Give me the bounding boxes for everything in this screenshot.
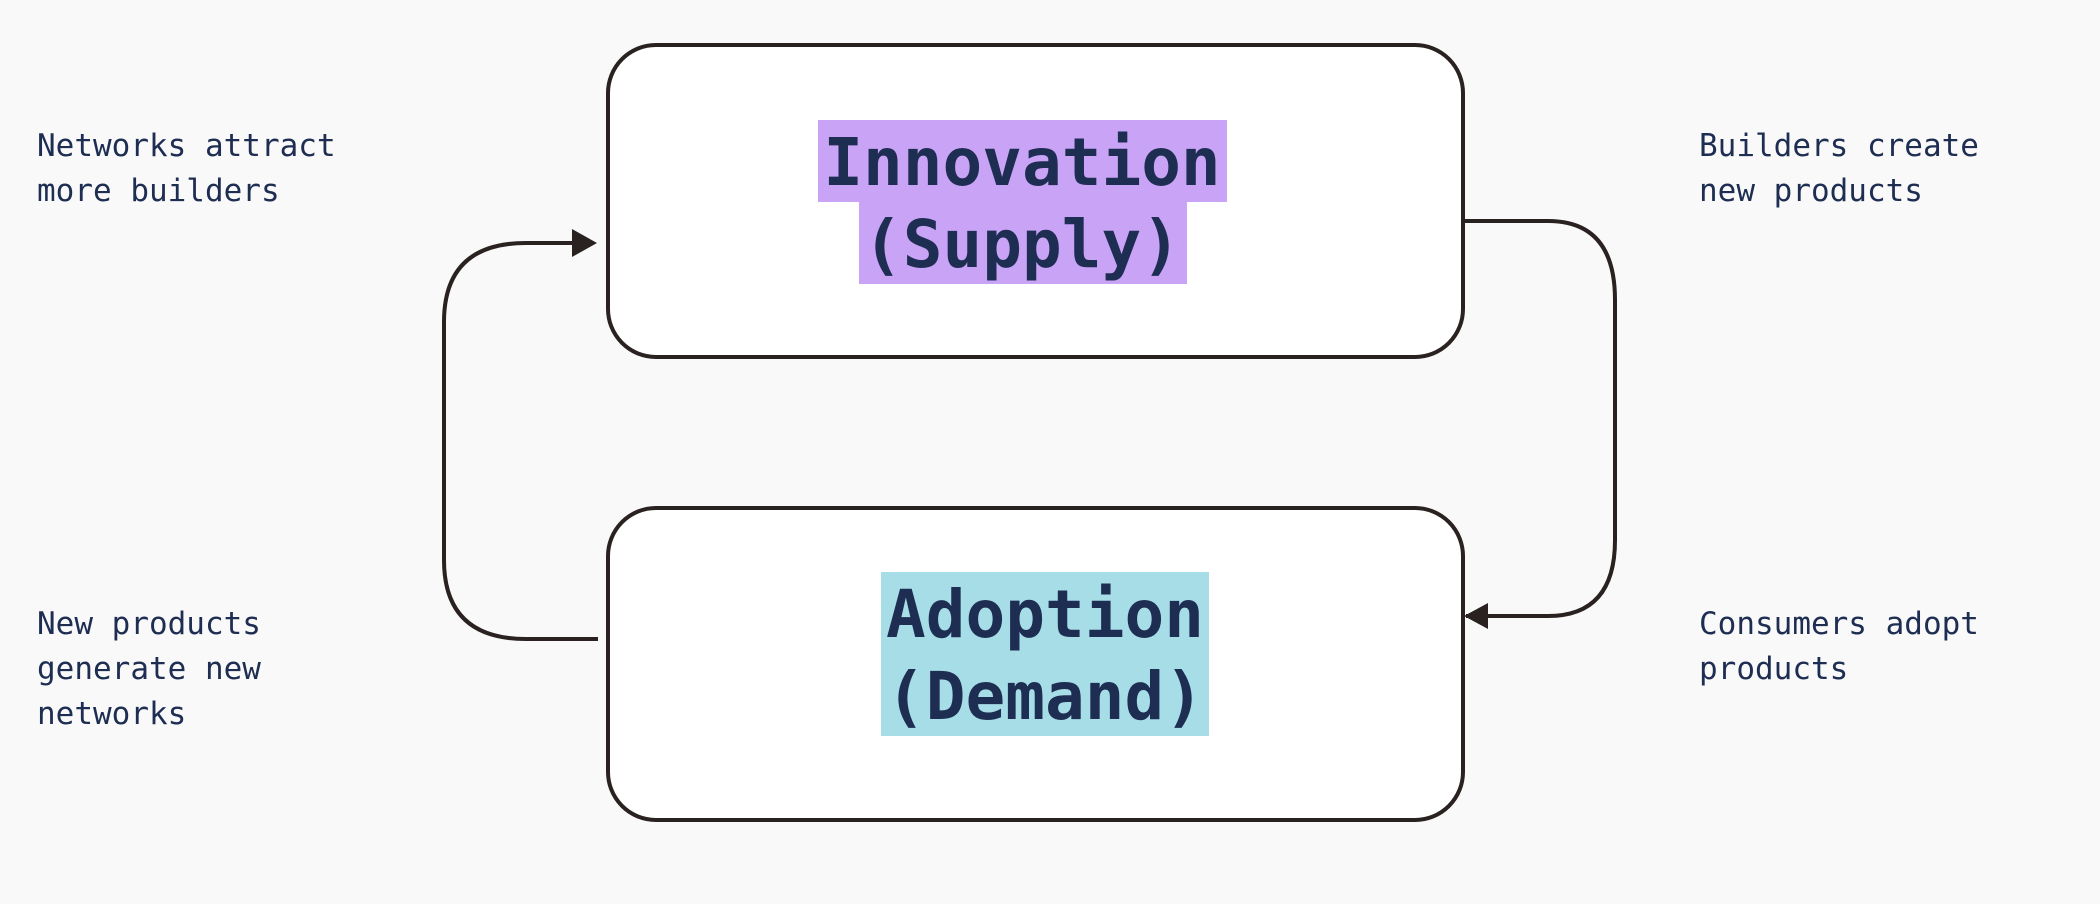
supply-highlight-line2 [859,202,1187,284]
note-products-generate-networks: New products generate new networks [37,606,261,732]
supply-highlight-line1 [818,120,1227,202]
demand-highlight [881,572,1209,736]
demand-title-line1: Adoption [886,576,1204,653]
supply-node: Innovation (Supply) [606,43,1465,359]
arrowhead-into-supply [572,229,597,257]
note-consumers-adopt-products: Consumers adopt products [1699,606,1979,687]
demand-node: Adoption (Demand) [606,506,1465,822]
note-builders-create-products: Builders create new products [1699,128,1979,209]
note-networks-attract-builders: Networks attract more builders [37,128,336,209]
supply-title-line2: (Supply) [863,206,1181,283]
demand-title-line2: (Demand) [886,658,1204,735]
arrowhead-into-demand [1464,603,1488,629]
supply-title-line1: Innovation [823,124,1220,201]
edge-demand-to-supply [442,241,598,641]
edge-supply-to-demand [1463,219,1617,618]
